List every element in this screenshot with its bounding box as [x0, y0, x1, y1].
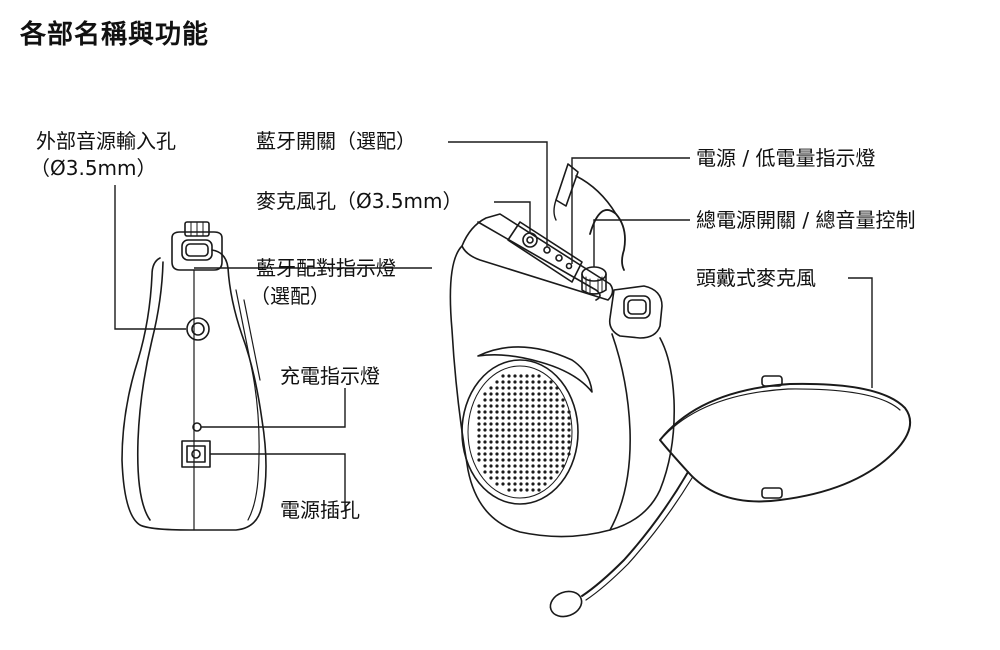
speaker-grille — [477, 374, 571, 492]
charge-indicator-label: 充電指示燈 — [280, 364, 380, 388]
side-view-device — [121, 221, 267, 531]
power-volume-control-label: 總電源開關 / 總音量控制 — [696, 208, 916, 232]
bluetooth-pairing-indicator-label: 藍牙配對指示燈 — [256, 256, 396, 280]
front-view-device — [449, 163, 912, 618]
mic-jack-label: 麥克風孔（Ø3.5mm） — [256, 189, 463, 213]
callout-lines — [114, 141, 873, 510]
headset-microphone-label: 頭戴式麥克風 — [696, 266, 816, 290]
external-audio-input-label: 外部音源輸入孔 — [36, 129, 176, 153]
bluetooth-switch-label: 藍牙開關（選配） — [256, 129, 416, 153]
external-audio-input-size-label: （Ø3.5mm） — [30, 156, 157, 180]
power-jack-label: 電源插孔 — [280, 498, 360, 522]
bluetooth-pairing-optional-label: （選配） — [250, 284, 330, 308]
page-title: 各部名稱與功能 — [20, 20, 210, 50]
power-low-battery-indicator-label: 電源 / 低電量指示燈 — [696, 146, 876, 170]
